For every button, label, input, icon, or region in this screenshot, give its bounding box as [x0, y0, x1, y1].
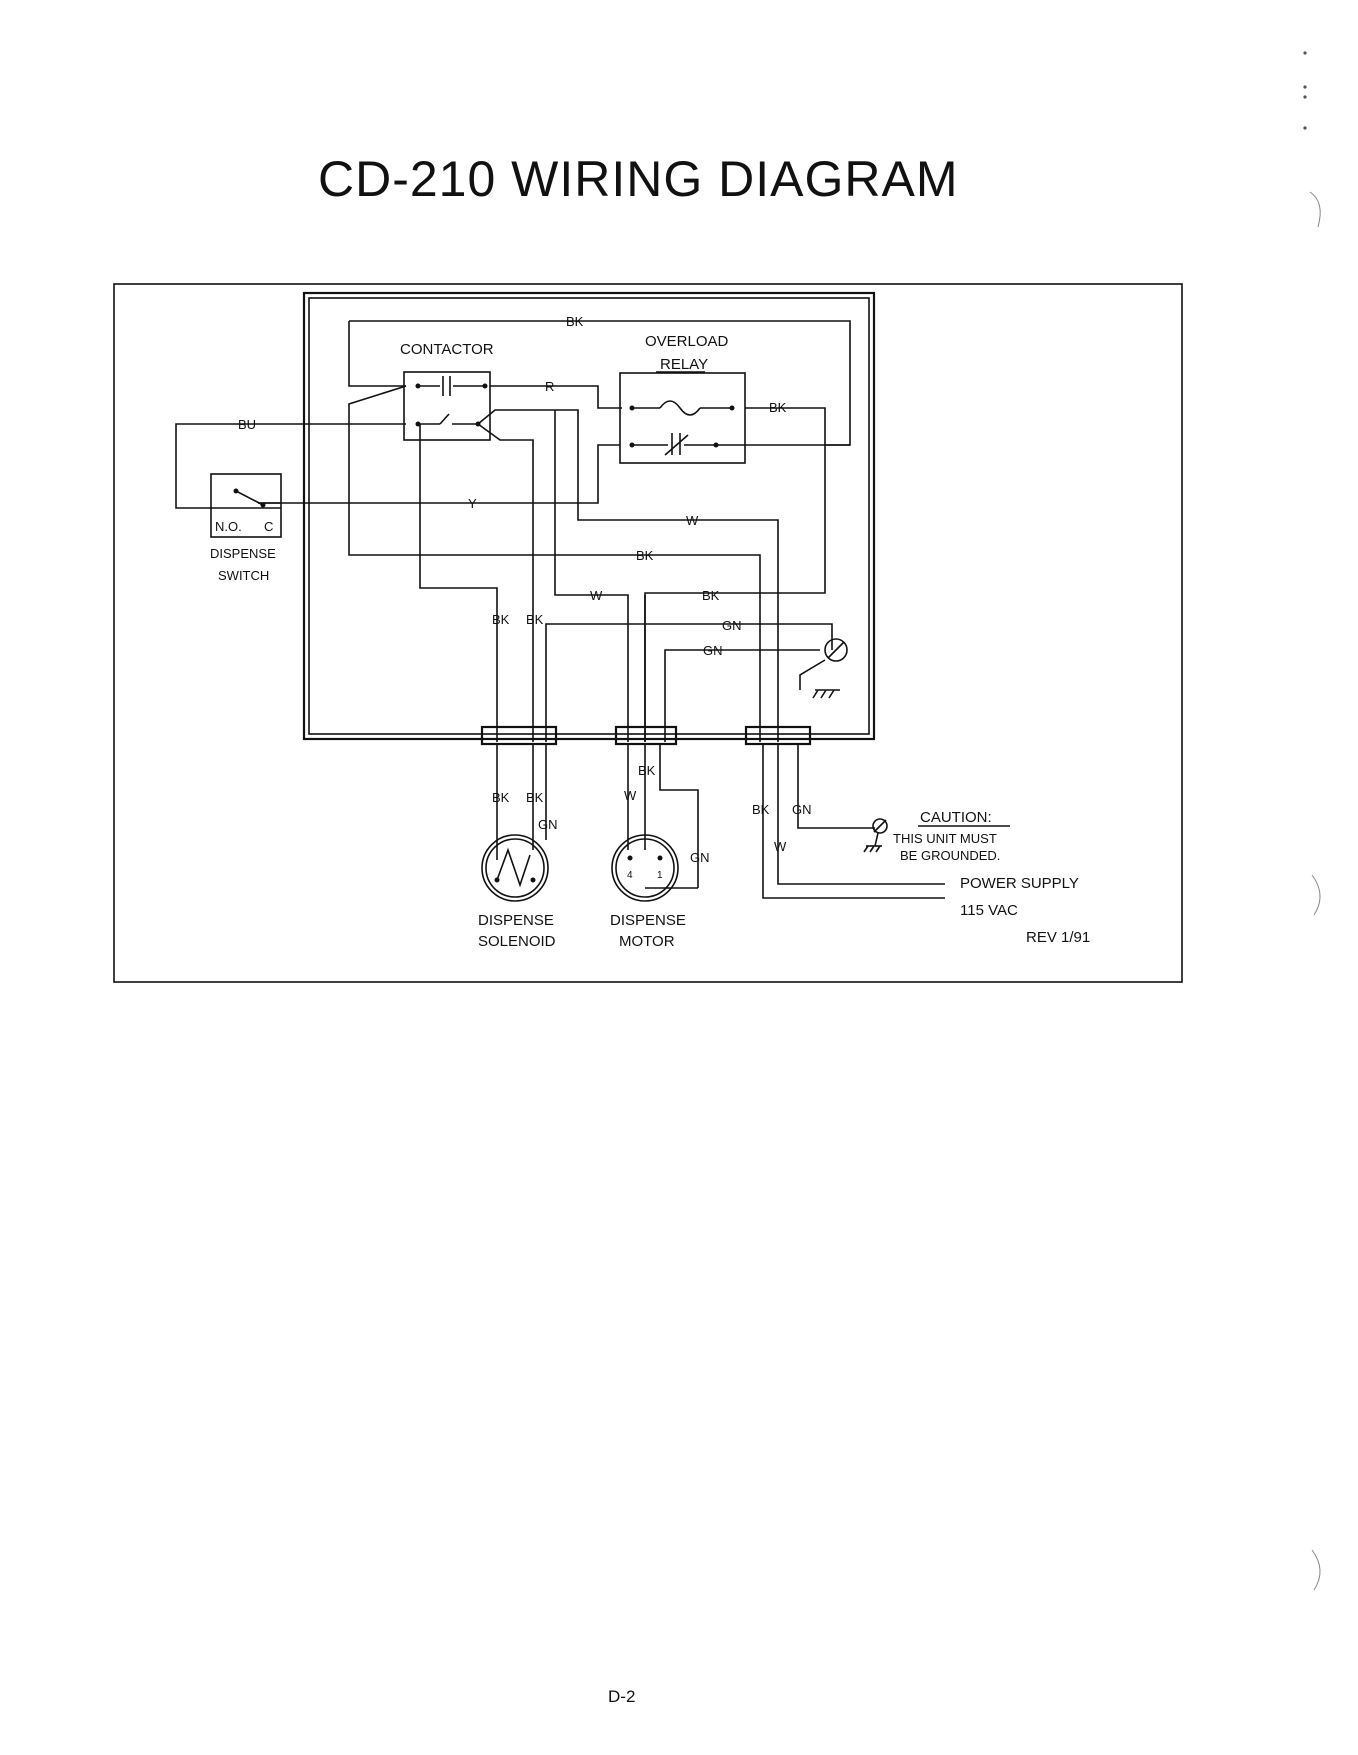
contactor-label: CONTACTOR — [400, 341, 494, 358]
motor-label-1: DISPENSE — [610, 912, 686, 929]
wire-label-bu: BU — [238, 417, 256, 432]
caution-line-1: THIS UNIT MUST — [893, 831, 997, 846]
overload-relay-label-2: RELAY — [660, 356, 708, 373]
wire-label-bk-sol-4: BK — [526, 790, 544, 805]
wire-bk-top — [349, 321, 850, 445]
wire-label-bk-motor: BK — [638, 763, 656, 778]
caution-line-2: BE GROUNDED. — [900, 848, 1000, 863]
wire-gn-1 — [546, 624, 832, 742]
conduit-bushing-2 — [616, 727, 676, 744]
wire-label-bk-mid: BK — [636, 548, 654, 563]
contactor — [404, 372, 490, 440]
dispense-motor — [612, 835, 698, 901]
wire-label-gn-power: GN — [792, 802, 812, 817]
ground-symbol — [800, 639, 847, 698]
overload-relay — [620, 373, 745, 463]
wire-label-bk-power: BK — [752, 802, 770, 817]
wire-bk-relay — [645, 408, 825, 742]
wire-power-bk — [763, 744, 945, 898]
switch-no-label: N.O. — [215, 519, 242, 534]
solenoid-label-1: DISPENSE — [478, 912, 554, 929]
wire-label-bk-relay: BK — [769, 400, 787, 415]
revision-label: REV 1/91 — [1026, 929, 1090, 946]
wire-label-y: Y — [468, 496, 477, 511]
wire-label-gn-motor: GN — [690, 850, 710, 865]
external-ground-symbol — [864, 819, 887, 852]
caution-title: CAUTION: — [920, 809, 992, 826]
wire-y — [258, 445, 620, 503]
wire-label-gn-sol: GN — [538, 817, 558, 832]
conduit-bushing-1 — [482, 727, 556, 744]
wire-label-gn-2: GN — [703, 643, 723, 658]
motor-pin-b: 1 — [657, 870, 663, 881]
wire-label-bk-top: BK — [566, 314, 584, 329]
overload-relay-label-1: OVERLOAD — [645, 333, 729, 350]
wire-label-bk-3: BK — [702, 588, 720, 603]
wire-label-gn-1: GN — [722, 618, 742, 633]
wire-label-w-2: W — [590, 588, 603, 603]
wire-label-bk-sol-3: BK — [492, 790, 510, 805]
voltage-label: 115 VAC — [960, 902, 1018, 919]
wire-r — [490, 386, 622, 408]
dispense-solenoid — [482, 835, 548, 901]
dispense-switch-label-1: DISPENSE — [210, 546, 276, 561]
solenoid-label-2: SOLENOID — [478, 933, 556, 950]
wire-label-bk-sol-1: BK — [492, 612, 510, 627]
wire-label-w-power: W — [774, 839, 787, 854]
motor-pin-a: 4 — [627, 870, 633, 881]
wire-gn-2 — [665, 650, 820, 742]
wire-label-w-motor: W — [624, 788, 637, 803]
dispense-switch-label-2: SWITCH — [218, 568, 269, 583]
motor-label-2: MOTOR — [619, 933, 675, 950]
switch-c-label: C — [264, 519, 273, 534]
wire-label-r: R — [545, 379, 554, 394]
page-number: D-2 — [608, 1687, 635, 1707]
wire-label-w-1: W — [686, 513, 699, 528]
wire-label-bk-sol-2: BK — [526, 612, 544, 627]
power-supply-label: POWER SUPPLY — [960, 875, 1079, 892]
control-box — [304, 293, 874, 739]
